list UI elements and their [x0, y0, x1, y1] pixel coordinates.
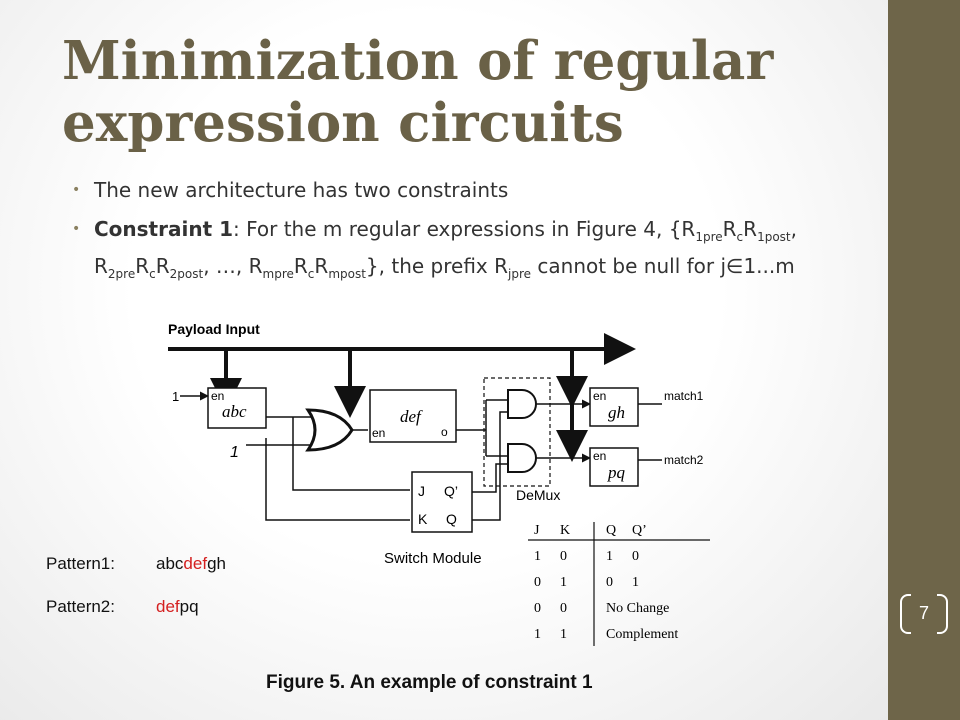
truth-table-cell: 0: [606, 575, 613, 590]
bullet-text-1: The new architecture has two constraints: [94, 178, 509, 202]
gh-en-label: en: [593, 389, 606, 403]
bullet-text-2-tail: cannot be null for j∈1...m: [537, 254, 795, 278]
truth-table-header: J: [534, 523, 540, 538]
demux-box: [483, 377, 551, 487]
abc-en-label: en: [211, 389, 224, 403]
or-gate: [305, 408, 354, 452]
pattern1-abc: abc: [156, 554, 184, 573]
input-one-top: 1: [172, 389, 179, 404]
title-line-1: Minimization of regular: [62, 30, 774, 92]
demux-label: DeMux: [516, 487, 560, 503]
pattern1-row: Pattern1: abcdefgh: [46, 554, 226, 574]
switch-module-label: Switch Module: [384, 550, 482, 567]
circuit-diagram: Payload Input en abc 1 1 en def o DeMux …: [168, 321, 704, 567]
pattern2-def: def: [156, 597, 180, 616]
def-block: [369, 389, 457, 443]
truth-table-cell: 1: [560, 575, 567, 590]
pq-block: [589, 447, 639, 487]
truth-table-header: K: [560, 523, 570, 538]
payload-label: Payload Input: [168, 321, 260, 337]
truth-table-cell: No Change: [606, 601, 669, 616]
def-label: def: [400, 407, 423, 426]
pattern2-row: Pattern2: defpq: [46, 597, 199, 617]
gh-block: [589, 387, 639, 427]
pq-label: pq: [607, 463, 626, 482]
match2-label: match2: [664, 453, 704, 467]
truth-table-cell: 1: [632, 575, 639, 590]
pattern2-label: Pattern2:: [46, 597, 115, 616]
truth-table-cell: 1: [534, 627, 541, 642]
truth-table-cell: 1: [606, 549, 613, 564]
bullet-item-2: • Constraint 1: For the m regular expres…: [72, 217, 797, 281]
def-o-label: o: [441, 425, 448, 439]
constraint-label: Constraint 1: [94, 217, 234, 241]
slide-background: [0, 0, 888, 720]
and-gate-top: [507, 389, 537, 419]
truth-table-cell: 1: [560, 627, 567, 642]
truth-table-cell: 1: [534, 549, 541, 564]
truth-table-cell: 0: [632, 549, 639, 564]
pq-en-label: en: [593, 449, 606, 463]
title-line-2: expression circuits: [62, 92, 624, 154]
truth-table-cell: 0: [560, 601, 567, 616]
jk-q-label: Q: [446, 511, 457, 527]
pattern1-label: Pattern1:: [46, 554, 115, 573]
match1-label: match1: [664, 389, 704, 403]
pattern1-gh: gh: [207, 554, 226, 573]
slide-title: Minimization of regular expression circu…: [62, 30, 872, 154]
pattern1-def: def: [183, 554, 208, 573]
figure-caption: Figure 5. An example of constraint 1: [266, 672, 593, 693]
bullet-item-1: • The new architecture has two constrain…: [72, 176, 862, 205]
page-number: 7: [896, 590, 952, 636]
pattern2-pq: pq: [179, 597, 199, 616]
jk-j-label: J: [418, 483, 425, 499]
jk-qprime-label: Q’: [444, 483, 458, 499]
jk-k-label: K: [418, 511, 428, 527]
def-en-label: en: [372, 426, 385, 440]
truth-table-header: Q’: [632, 523, 647, 538]
bullet-list: • The new architecture has two constrain…: [72, 176, 862, 299]
input-one-bottom: 1: [230, 444, 239, 461]
abc-block: [207, 387, 267, 429]
and-gate-bottom: [507, 443, 537, 473]
truth-table-cell: 0: [534, 575, 541, 590]
truth-table-cell: 0: [560, 549, 567, 564]
abc-label: abc: [222, 402, 247, 421]
gh-label: gh: [608, 403, 625, 422]
truth-table-cell: Complement: [606, 627, 678, 642]
truth-table-cell: 0: [534, 601, 541, 616]
bullet-dot-icon: •: [72, 221, 81, 237]
truth-table-header: Q: [606, 523, 616, 538]
bullet-dot-icon: •: [72, 182, 81, 198]
jk-flipflop: [411, 471, 473, 533]
page-number-text: 7: [918, 603, 929, 623]
